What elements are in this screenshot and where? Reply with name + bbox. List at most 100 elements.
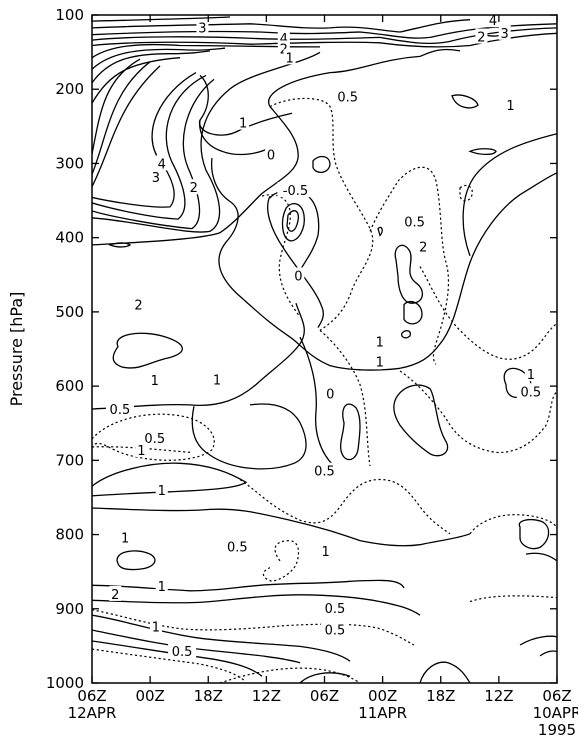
contour-label: 2: [419, 241, 427, 256]
contour-label: 1: [376, 336, 384, 351]
contour-label-bg: [333, 88, 362, 104]
contour-line: [459, 184, 473, 202]
x-tick-label: 18Z: [194, 687, 223, 705]
x-tick-label: 06Z: [542, 687, 571, 705]
contour-label-bg: [155, 577, 168, 593]
contour-line: [399, 172, 557, 369]
contour-label: 0: [294, 270, 302, 285]
y-axis-title: Pressure [hPa]: [7, 292, 26, 407]
contour-line: [92, 640, 263, 677]
contour-line: [92, 579, 405, 592]
contour-label-bg: [168, 643, 197, 659]
contour-line: [92, 614, 351, 662]
contour-label-bg: [373, 353, 386, 369]
y-tick-label: 400: [55, 229, 84, 247]
contour-label-bg: [155, 482, 168, 498]
x-year-label: 1995: [538, 721, 576, 739]
contour-label-bg: [504, 96, 517, 112]
contour-label-bg: [487, 12, 500, 28]
contour-line: [199, 74, 293, 136]
contour-label-bg: [524, 366, 537, 382]
contour-label: 4: [158, 157, 166, 172]
contour-label: 1: [322, 545, 330, 560]
contour-line: [92, 74, 207, 220]
x-tick-label: 00Z: [135, 687, 164, 705]
contour-label-bg: [400, 213, 429, 229]
contour-line: [210, 158, 401, 371]
contour-line: [312, 155, 331, 174]
contour-label-bg: [210, 371, 223, 387]
contour-label-bg: [516, 383, 545, 399]
contour-line: [92, 19, 471, 33]
contour-label: 1: [285, 51, 293, 66]
contour-label: 1: [158, 580, 166, 595]
contour-line: [92, 48, 461, 246]
contour-line: [116, 550, 156, 571]
contour-label: 2: [134, 298, 142, 313]
contour-line: [286, 210, 300, 232]
x-date-label: 10APR: [533, 704, 578, 722]
contour-label: 1: [376, 356, 384, 371]
contour-label-bg: [324, 385, 337, 401]
contour-label: 0.5: [314, 465, 335, 480]
contour-label: 0.5: [144, 432, 165, 447]
contour-label: 0.5: [521, 385, 542, 400]
x-date-label: 12APR: [68, 704, 117, 722]
contour-label: 1: [151, 374, 159, 389]
contour-line: [92, 65, 161, 187]
contour-label: 3: [198, 22, 206, 37]
contour-label: 0.5: [404, 215, 425, 230]
contour-label: 1: [506, 99, 514, 114]
contour-label-bg: [140, 430, 169, 446]
contour-label-bg: [119, 529, 132, 545]
contour-line: [92, 57, 181, 104]
contour-label-bg: [417, 238, 430, 254]
contour-label-bg: [149, 168, 162, 184]
contour-line: [299, 672, 351, 683]
contour-label-bg: [149, 618, 162, 634]
contour-line: [92, 51, 321, 233]
contour-line: [462, 133, 557, 257]
y-tick-label: 100: [55, 6, 84, 24]
contour-line: [468, 148, 497, 156]
contour-label-bg: [319, 542, 332, 558]
contour-line: [92, 72, 197, 208]
contour-label: 1: [213, 373, 221, 388]
contour-label-bg: [265, 146, 278, 162]
x-tick-label: 18Z: [426, 687, 455, 705]
contour-label-bg: [283, 49, 296, 65]
contour-line: [469, 514, 557, 535]
contour-line: [92, 507, 471, 547]
x-tick-label: 12Z: [252, 687, 281, 705]
y-tick-label: 700: [55, 451, 84, 469]
y-tick-label: 600: [55, 377, 84, 395]
contour-line: [92, 78, 215, 230]
contour-line: [393, 384, 449, 457]
contour-line: [92, 50, 211, 84]
contour-label-bg: [135, 441, 148, 457]
contour-line: [419, 661, 471, 683]
contour-line: [469, 595, 557, 603]
contour-line: [299, 336, 335, 467]
contour-label: 0.5: [325, 602, 346, 617]
contour-lines: [92, 16, 557, 683]
contour-label-bg: [196, 19, 209, 35]
contour-label: 0: [326, 388, 334, 403]
contour-line: [400, 330, 412, 339]
contour-line: [239, 478, 451, 535]
contour-line: [92, 61, 151, 175]
contour-label-bg: [237, 114, 250, 130]
contour-label: 3: [501, 27, 509, 42]
contour-line: [377, 226, 383, 237]
contour-line: [92, 413, 215, 461]
contour-line: [269, 190, 320, 272]
contour-line: [518, 519, 550, 550]
contour-line: [261, 194, 301, 318]
contour-label: 0.5: [110, 403, 131, 418]
y-tick-label: 800: [55, 526, 84, 544]
contour-label: 0.5: [227, 540, 248, 555]
contour-label-bg: [155, 155, 168, 171]
contour-line: [92, 23, 557, 39]
contour-line: [219, 667, 361, 683]
